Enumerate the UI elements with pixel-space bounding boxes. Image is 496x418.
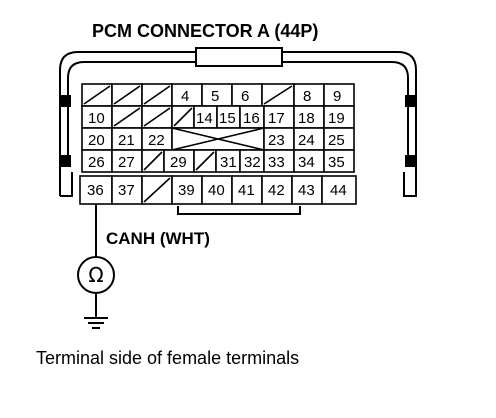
pin-label: 43: [298, 182, 315, 199]
left-latch-lower: [61, 155, 71, 167]
pin-label: 37: [118, 182, 135, 199]
pin-label: 14: [196, 110, 213, 127]
unused-terminal-slash: [143, 151, 163, 171]
ohm-symbol: Ω: [88, 263, 103, 287]
pin-label: 36: [87, 182, 104, 199]
pin-label: 24: [298, 132, 315, 149]
pin-label: 26: [88, 154, 105, 171]
pin-label: 33: [268, 154, 285, 171]
pin-label: 4: [181, 88, 189, 105]
wire-label: CANH (WHT): [106, 229, 210, 248]
right-latch-lower: [405, 155, 415, 167]
bottom-tab: [177, 206, 301, 215]
pin-label: 21: [118, 132, 135, 149]
pin-label: 6: [241, 88, 249, 105]
unused-terminal-slash: [113, 85, 141, 105]
pin-label: 35: [328, 154, 345, 171]
terminal-cell: [323, 149, 355, 173]
pin-label: 5: [211, 88, 219, 105]
pin-label: 29: [170, 154, 187, 171]
unused-terminal-slash: [173, 107, 193, 127]
unused-terminal-slash: [143, 177, 171, 203]
right-latch-upper: [405, 95, 415, 107]
pin-grid: [79, 83, 357, 205]
pin-label: 22: [148, 132, 165, 149]
pin-label: 19: [328, 110, 345, 127]
pin-label: 27: [118, 154, 135, 171]
unused-terminal-slash: [143, 107, 171, 127]
pin-label: 44: [330, 182, 347, 199]
diagram-caption: Terminal side of female terminals: [36, 348, 299, 368]
outer-shell-left-foot: [60, 172, 73, 197]
pin-label: 25: [328, 132, 345, 149]
inner-shell: [67, 61, 409, 164]
pin-label: 9: [333, 88, 341, 105]
pin-label: 31: [220, 154, 237, 171]
pin-label: 10: [88, 110, 105, 127]
unused-terminal-slash: [171, 127, 265, 151]
pin-labels: 4 5 6 8 9 10 14 15 16 17 18 19 20 21 22 …: [87, 88, 347, 199]
left-latch-upper: [61, 95, 71, 107]
unused-terminal-slash: [263, 85, 293, 105]
unused-terminal-slash: [113, 107, 141, 127]
pin-label: 16: [243, 110, 260, 127]
outer-shell: [59, 51, 417, 197]
pin-label: 32: [244, 154, 261, 171]
unused-terminal-slash: [195, 151, 215, 171]
pin-label: 34: [298, 154, 315, 171]
ohmmeter-icon: Ω: [77, 256, 115, 294]
pin-label: 40: [208, 182, 225, 199]
pin-label: 17: [268, 110, 285, 127]
pin-label: 42: [268, 182, 285, 199]
pin-label: 18: [298, 110, 315, 127]
terminal-cell: [171, 175, 203, 205]
unused-terminal-slash: [83, 85, 111, 105]
terminal-cell: [321, 175, 357, 205]
pin-label: 8: [303, 88, 311, 105]
connector-title: PCM CONNECTOR A (44P): [92, 21, 318, 41]
ground-icon: [84, 317, 108, 329]
terminal-cell: [291, 175, 323, 205]
unused-terminal-slash: [143, 85, 171, 105]
pin-label: 41: [238, 182, 255, 199]
terminal-cell: [79, 175, 113, 205]
pin-label: 39: [178, 182, 195, 199]
pin-label: 15: [219, 110, 236, 127]
top-lock-tab: [195, 47, 283, 67]
connector-housing: [59, 47, 417, 215]
pin-label: 23: [268, 132, 285, 149]
pin-label: 20: [88, 132, 105, 149]
